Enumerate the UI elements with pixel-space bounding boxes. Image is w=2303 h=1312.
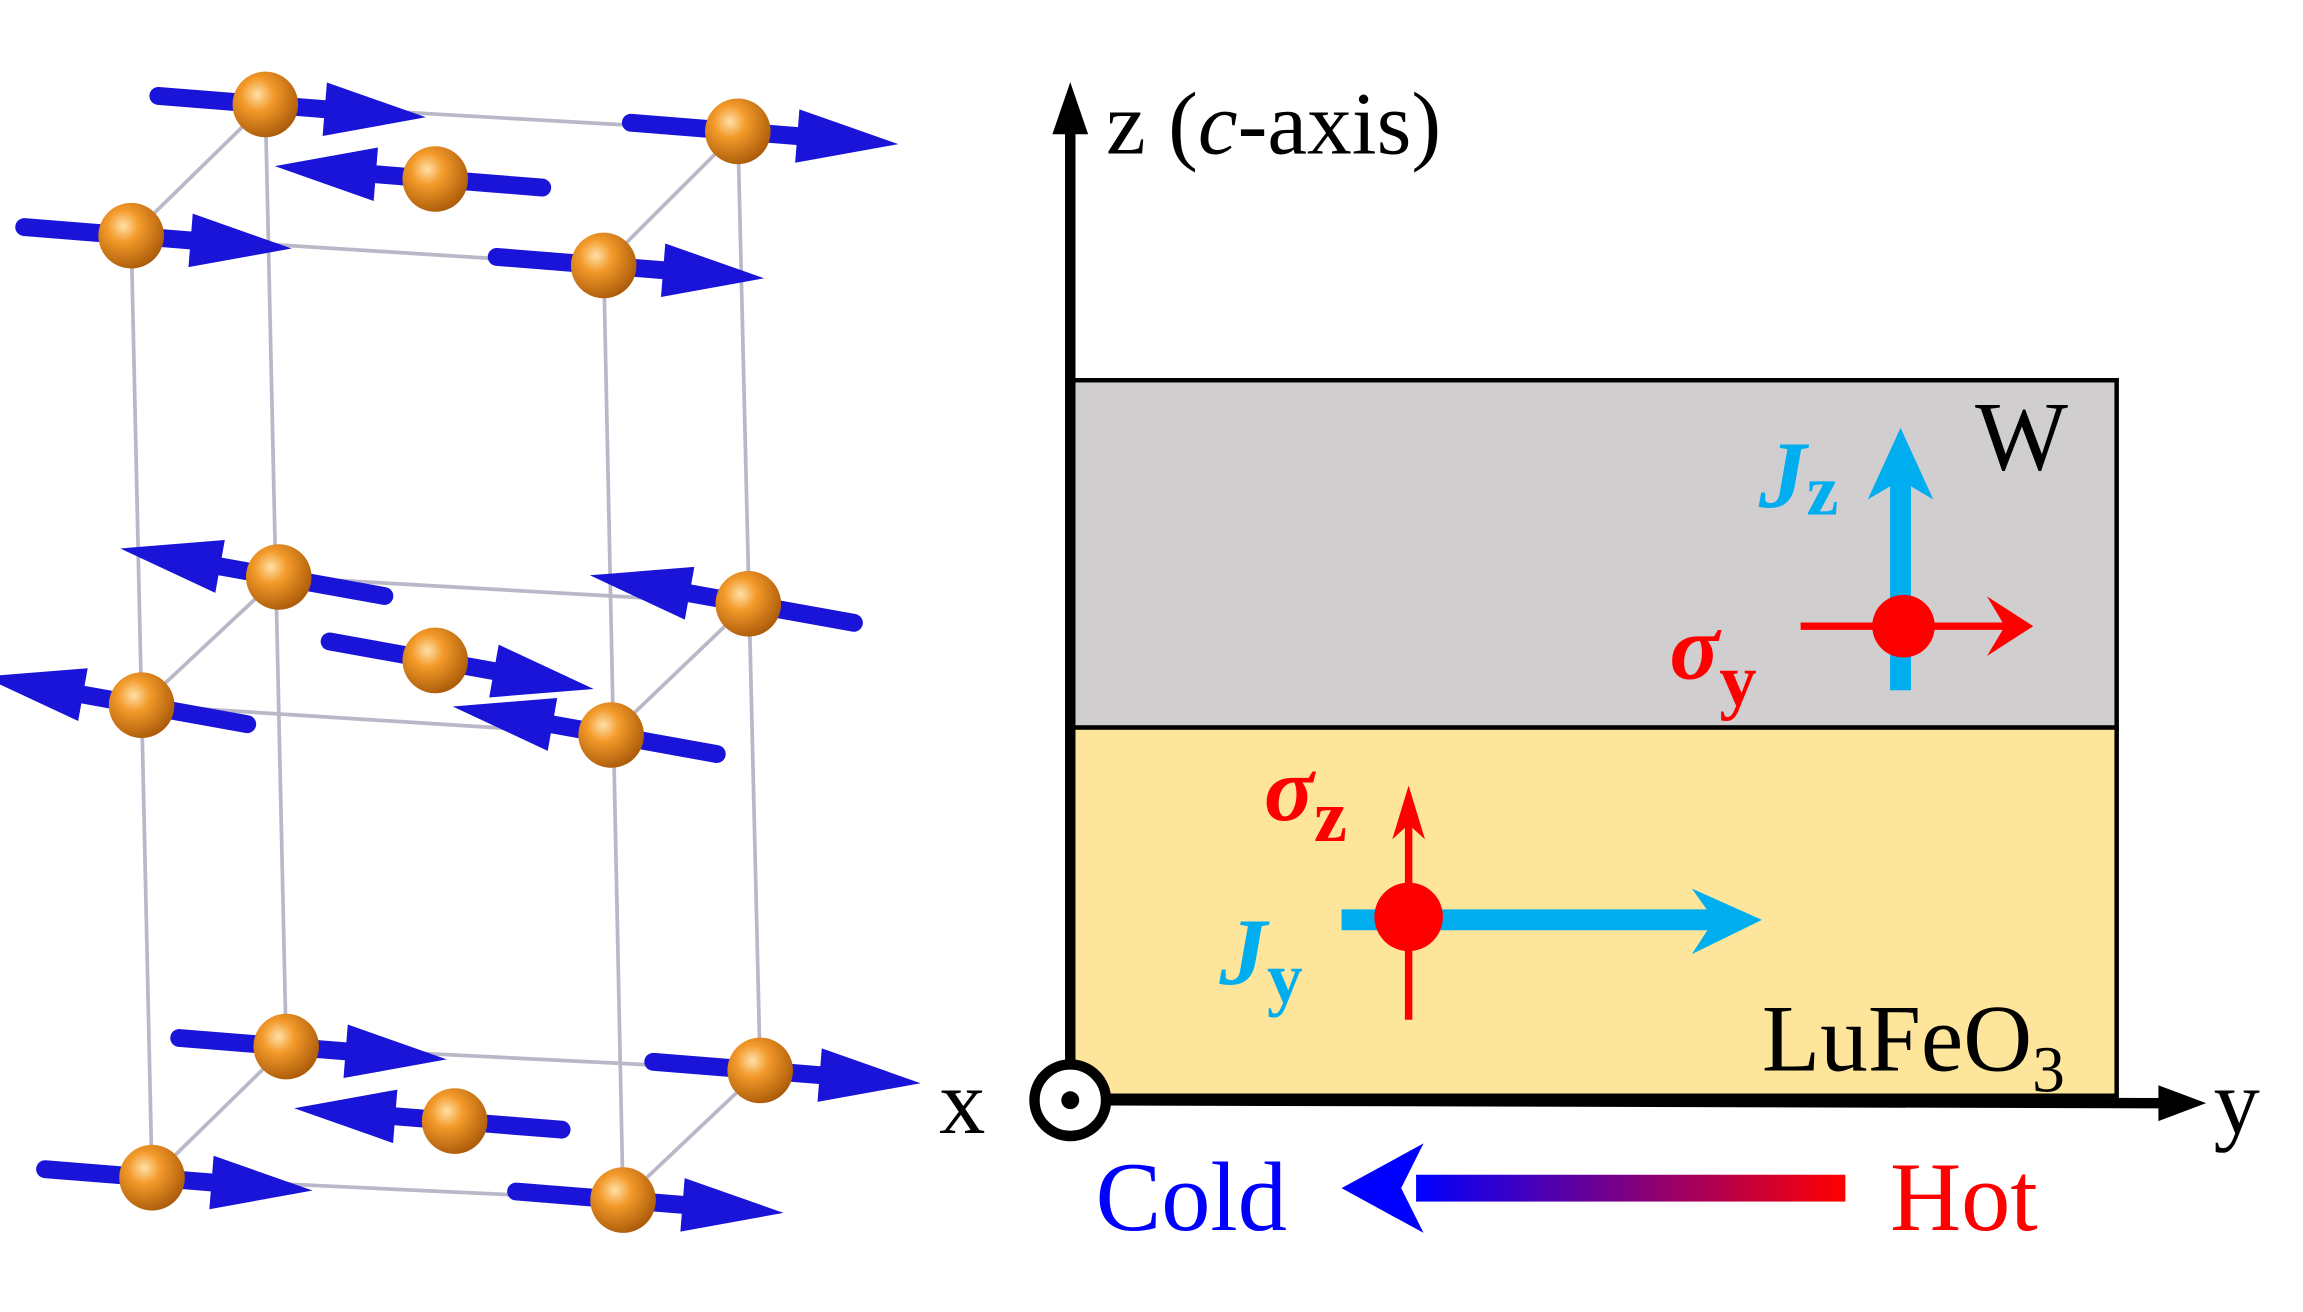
magnetic-moment-arrowhead	[343, 1024, 447, 1079]
fe-atom	[232, 71, 299, 138]
magnetic-moment-arrowhead	[489, 644, 594, 698]
fe-atom	[727, 1037, 794, 1104]
hot-label: Hot	[1890, 1143, 2038, 1252]
magnetic-moment-arrowhead	[660, 243, 765, 297]
x-axis-label: x	[939, 1051, 985, 1153]
z-axis-arrowhead	[1052, 82, 1089, 135]
magnetic-moment-arrowhead	[680, 1178, 784, 1232]
fe-atom	[98, 202, 164, 269]
magnetic-moment-arrowhead	[294, 1089, 398, 1144]
fe-atom	[253, 1013, 319, 1080]
magnetic-moment-arrowhead	[817, 1048, 921, 1102]
y-axis-arrowhead	[2158, 1085, 2207, 1122]
sigma-y-arrowhead	[1986, 596, 2034, 656]
fe-atom	[245, 544, 312, 610]
fe-atom	[402, 146, 469, 212]
fe-atom	[108, 672, 175, 738]
magnetic-moment-arrowhead	[452, 698, 558, 751]
jz-arrowhead	[1867, 427, 1934, 500]
cold-label: Cold	[1096, 1143, 1287, 1252]
jz-label: Jz	[1758, 422, 1838, 530]
y-axis-label: y	[2214, 1051, 2260, 1153]
layer-diagram: W LuFeO3 z (c-axis) y x Jz σy σz Jy Cold	[939, 75, 2260, 1252]
magnetic-moment-arrowhead	[0, 668, 88, 722]
sigma-z-spin-dot	[1374, 882, 1443, 952]
fe-atom	[119, 1144, 185, 1211]
fe-atom	[570, 232, 637, 299]
w-label: W	[1975, 383, 2068, 492]
w-layer	[1068, 378, 2119, 730]
fe-atom	[705, 98, 771, 165]
jy-label: Jy	[1218, 899, 1303, 1018]
fe-atom	[402, 627, 469, 694]
magnetic-moment-arrowhead	[209, 1155, 313, 1210]
z-axis-label: z (c-axis)	[1106, 75, 1441, 174]
magnetic-moment-arrowhead	[274, 147, 378, 201]
fe-atom	[421, 1088, 488, 1154]
y-axis	[1070, 1094, 2169, 1109]
magnetic-moment-arrowhead	[188, 213, 292, 268]
jy-arrowhead	[1691, 888, 1762, 955]
magnetic-moment-arrowhead	[322, 82, 426, 136]
fe-atom	[578, 702, 644, 768]
thermal-gradient-arrowhead	[1341, 1143, 1424, 1233]
x-axis-dot	[1061, 1091, 1080, 1110]
sigma-y-label: σy	[1669, 596, 1756, 722]
crystal-structure	[0, 71, 921, 1233]
sigma-y-spin-dot	[1872, 594, 1935, 658]
magnetic-moment-arrowhead	[795, 109, 899, 163]
fe-atom	[590, 1167, 656, 1233]
magnetic-moment-arrowhead	[120, 540, 225, 593]
thermal-gradient-arrow	[1416, 1174, 1846, 1202]
magnetic-moment-arrowhead	[589, 566, 695, 620]
fe-atom	[715, 571, 782, 637]
sigma-z-label: σz	[1264, 738, 1347, 858]
lufeo3-label: LuFeO3	[1762, 985, 2065, 1106]
sigma-z-arrowhead	[1392, 785, 1426, 840]
